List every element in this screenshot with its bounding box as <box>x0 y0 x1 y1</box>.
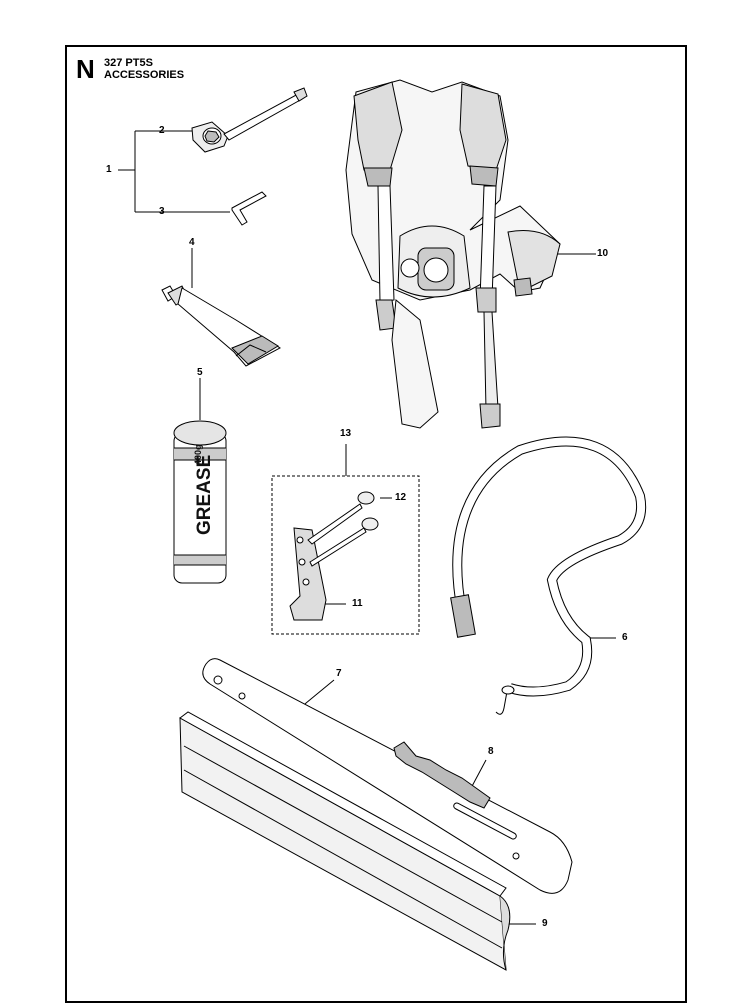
hex-key <box>231 191 267 226</box>
callout-7: 7 <box>336 668 342 679</box>
callout-4: 4 <box>189 237 195 248</box>
callout-12: 12 <box>395 492 407 503</box>
bar-cover <box>179 711 511 971</box>
harness <box>345 79 561 429</box>
callout-9: 9 <box>542 918 548 929</box>
model-title: 327 PT5S <box>104 57 153 69</box>
callout-6: 6 <box>622 632 628 643</box>
callout-3: 3 <box>159 206 165 217</box>
grease-weight-label: 400g <box>193 444 203 465</box>
category-title: ACCESSORIES <box>104 69 185 81</box>
saw-chain <box>393 741 491 809</box>
guide-bar <box>202 658 573 894</box>
callout-10: 10 <box>597 248 609 259</box>
grease-tube <box>161 285 281 367</box>
callout-1: 1 <box>106 164 112 175</box>
callout-2: 2 <box>159 125 165 136</box>
grease-label: GREASE <box>194 454 215 535</box>
shoulder-strap <box>450 436 646 715</box>
combination-spanner <box>191 87 308 153</box>
section-letter: N <box>76 54 95 84</box>
bracket-and-screws <box>289 491 379 621</box>
callout-8: 8 <box>488 746 494 757</box>
diagram-frame <box>65 45 687 1003</box>
callout-5: 5 <box>197 367 203 378</box>
callout-13: 13 <box>340 428 352 439</box>
grease-cartridge <box>173 420 227 584</box>
callout-11: 11 <box>352 598 363 609</box>
